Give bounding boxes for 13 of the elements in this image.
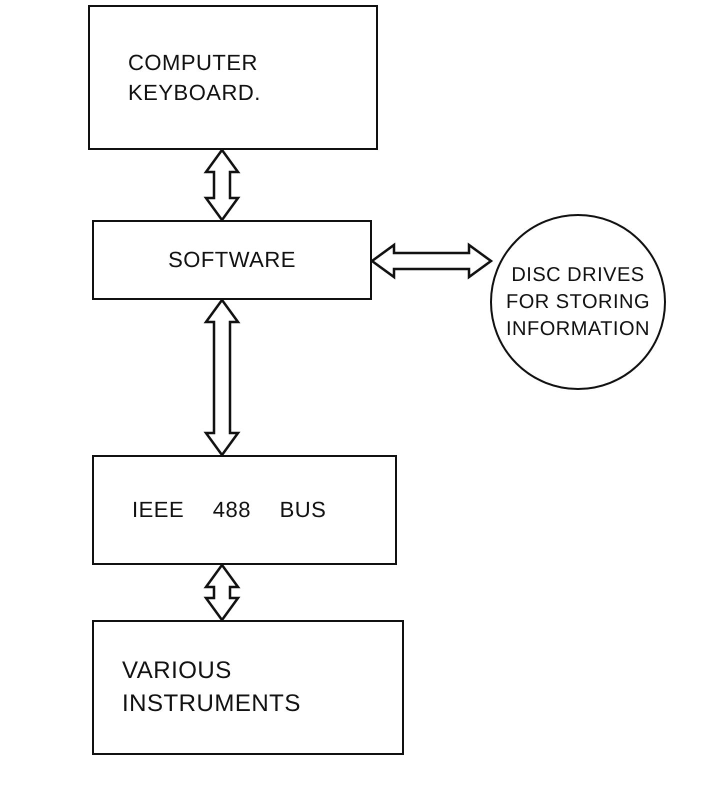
double-arrow (204, 148, 240, 222)
block-box (92, 220, 372, 300)
block-box (88, 5, 378, 150)
double-arrow (204, 562, 240, 622)
node-label: IEEE 488 BUS (132, 496, 326, 524)
node-label: COMPUTER KEYBOARD. (128, 48, 262, 106)
block-box (92, 620, 404, 755)
node-label: SOFTWARE (168, 246, 296, 274)
double-arrow (370, 242, 494, 280)
node-label: VARIOUS INSTRUMENTS (122, 656, 302, 718)
node-label: DISC DRIVES FOR STORING INFORMATION (504, 262, 652, 342)
double-arrow (204, 298, 240, 458)
block-box (92, 455, 397, 565)
